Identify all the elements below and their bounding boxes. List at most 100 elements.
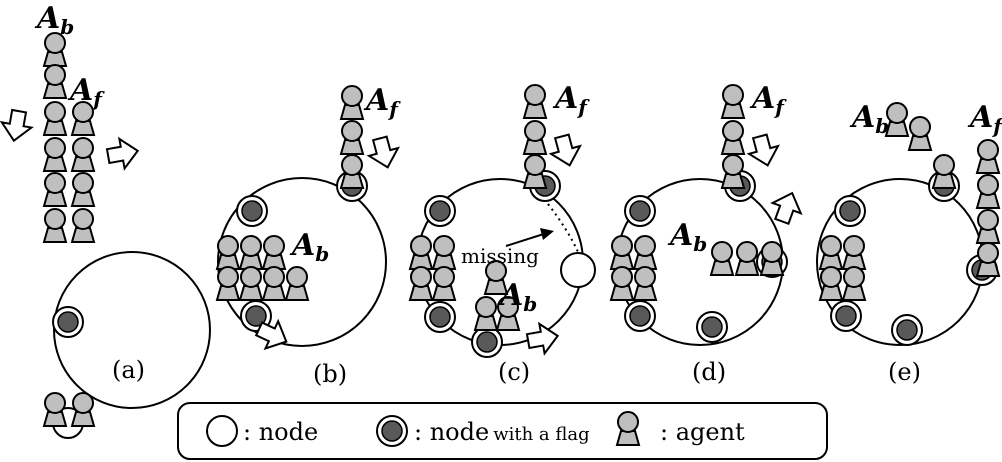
- label-ab: Ab: [289, 228, 329, 266]
- agent-icon: [43, 101, 67, 136]
- flag-node: [424, 195, 456, 227]
- agent-icon: [633, 266, 657, 301]
- agent-icon: [474, 296, 498, 331]
- label-ab: Ab: [667, 218, 707, 256]
- agent-column-af: [721, 84, 745, 189]
- legend-agent-label: : agent: [660, 418, 745, 446]
- agent-icon: [216, 235, 240, 270]
- agent-icon: [43, 208, 67, 243]
- agent-icon: [721, 154, 745, 189]
- label-af: Af: [749, 81, 787, 119]
- label-ab: Ab: [497, 278, 537, 316]
- panel-d: Af Ab (d): [610, 81, 808, 386]
- panel-label-b: (b): [313, 360, 347, 388]
- agent-icon: [432, 266, 456, 301]
- flag-node: [424, 301, 456, 333]
- flag-node: [830, 300, 862, 332]
- agent-icon: [908, 116, 932, 151]
- legend-node-label: : node: [243, 418, 318, 446]
- agent-icon: [409, 266, 433, 301]
- missing-node: [560, 252, 596, 288]
- label-ab: Ab: [849, 100, 889, 138]
- agent-icon: [285, 266, 309, 301]
- agent-icon: [43, 172, 67, 207]
- agent-icon: [842, 266, 866, 301]
- agent-column-af: [523, 84, 547, 189]
- agent-icon: [262, 266, 286, 301]
- agent-icon: [523, 120, 547, 155]
- label-af: Af: [67, 73, 105, 111]
- arrow-down: [364, 133, 404, 173]
- missing-label: missing: [461, 244, 539, 268]
- panel-label-d: (d): [692, 358, 726, 386]
- agent-icon: [721, 120, 745, 155]
- ring-a: [53, 251, 211, 409]
- label-af: Af: [967, 100, 1002, 138]
- arrow-up: [766, 186, 808, 228]
- agent-group-left: [409, 235, 456, 301]
- flag-node: [624, 300, 656, 332]
- agent-group-ab: [885, 102, 956, 189]
- agent-column-af: [976, 139, 1000, 277]
- agent-icon: [885, 102, 909, 137]
- agent-icon: [610, 235, 634, 270]
- panel-e: Ab Af (e): [816, 100, 1002, 386]
- flag-node: [696, 311, 728, 343]
- flag-node: [891, 314, 923, 346]
- agent-icon: [239, 235, 263, 270]
- panel-label-c: (c): [498, 358, 530, 386]
- agent-icon: [932, 154, 956, 189]
- agent-icon: [43, 137, 67, 172]
- agent-icon: [43, 64, 67, 99]
- agent-icon: [819, 235, 843, 270]
- agent-group-left: [610, 235, 657, 301]
- agent-icon: [71, 137, 95, 172]
- agent-column-ab: [43, 32, 67, 243]
- arrow-right: [524, 320, 562, 357]
- agent-icon: [710, 241, 734, 276]
- agent-icon: [976, 174, 1000, 209]
- label-af: Af: [552, 81, 590, 119]
- flag-node: [471, 326, 503, 358]
- agent-icon: [71, 208, 95, 243]
- agent-icon: [976, 139, 1000, 174]
- agent-icon: [239, 266, 263, 301]
- agent-column-af: [340, 85, 364, 189]
- agent-icon: [43, 392, 67, 427]
- missing-pointer-head: [540, 228, 554, 240]
- label-ab: Ab: [34, 1, 74, 39]
- label-af: Af: [363, 83, 401, 121]
- agent-icon: [523, 154, 547, 189]
- agent-group-ab: [710, 241, 784, 276]
- agent-icon: [610, 266, 634, 301]
- agent-icon: [71, 172, 95, 207]
- agent-icon: [721, 84, 745, 119]
- flag-node: [236, 195, 268, 227]
- agent-icon: [976, 242, 1000, 277]
- agent-icon: [523, 84, 547, 119]
- panel-label-e: (e): [888, 358, 921, 386]
- panel-a: Ab Af (a): [0, 1, 211, 439]
- legend-box: [177, 402, 828, 460]
- legend-agent-icon: [616, 411, 640, 446]
- agent-icon: [735, 241, 759, 276]
- agent-column-af: [71, 101, 95, 243]
- flag-node: [834, 195, 866, 227]
- arrow-down: [546, 131, 586, 171]
- agent-group-left: [819, 235, 866, 301]
- arrow-down-left: [0, 107, 35, 145]
- legend-node-icon: [206, 415, 238, 447]
- agent-icon: [340, 85, 364, 120]
- panel-b: Af Ab (b): [216, 83, 404, 388]
- legend-flag-icon: [376, 415, 408, 447]
- agent-icon: [340, 120, 364, 155]
- flag-node: [52, 306, 84, 338]
- flag-node: [624, 195, 656, 227]
- missing-edge: [547, 203, 579, 253]
- panel-label-a: (a): [112, 356, 145, 384]
- agent-icon: [432, 235, 456, 270]
- agent-icon: [976, 209, 1000, 244]
